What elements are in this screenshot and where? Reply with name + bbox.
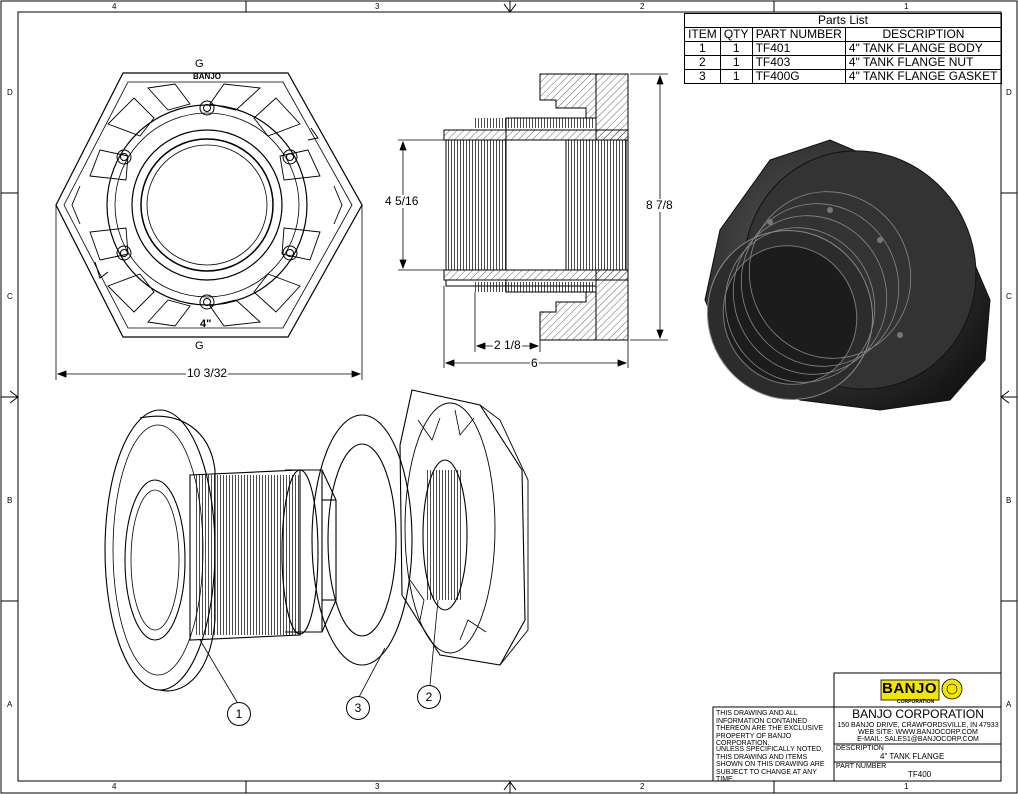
parts-list-table: Parts List ITEM QTY PART NUMBER DESCRIPT… [684,13,1003,84]
front-view [55,72,363,338]
company-name: BANJO CORPORATION [852,707,984,721]
balloon-item-2: 2 [417,685,441,709]
cell-item: 2 [684,55,721,70]
front-top-mark: G [195,58,204,70]
cell-item: 1 [684,41,721,56]
bore-dimension-label: 4 5/16 [384,194,420,208]
zone-top-2: 2 [640,2,645,11]
cell-description: 4" TANK FLANGE BODY [844,41,1003,56]
rendered-view [704,139,991,411]
cell-qty: 1 [719,41,753,56]
change-notice: UNLESS SPECIFICALLY NOTED, THIS DRAWING … [716,746,825,783]
company-address: 150 BANJO DRIVE, CRAWFORDSVILLE, IN 4793… [837,722,999,729]
cell-qty: 1 [719,55,753,70]
logo-text: BANJO [882,680,938,697]
thread-dimension-label: 2 1/8 [493,338,522,352]
front-bottom-mark: G [195,340,204,352]
table-row: 3 1 TF400G 4" TANK FLANGE GASKET [684,69,1003,84]
balloon-item-3: 3 [346,696,370,720]
section-view [443,73,629,341]
length-dimension-label: 6 [530,356,539,370]
zone-left-c: C [7,292,13,301]
zone-left-a: A [7,700,13,709]
company-website: WEB SITE: WWW.BANJOCORP.COM [858,729,978,736]
table-row: 1 1 TF401 4" TANK FLANGE BODY [684,41,1003,56]
header-part-number: PART NUMBER [751,27,846,42]
cell-description: 4" TANK FLANGE NUT [844,55,1003,70]
zone-left-b: B [7,496,13,505]
outer-dimension-label: 8 7/8 [645,198,674,212]
zone-bottom-2: 2 [640,782,645,791]
cell-item: 3 [684,69,721,84]
cell-part-number: TF401 [751,41,846,56]
ownership-notice: THIS DRAWING AND ALL INFORMATION CONTAIN… [716,710,824,747]
table-row: 2 1 TF403 4" TANK FLANGE NUT [684,55,1003,70]
description-label: DESCRIPTION [836,745,884,752]
zone-bottom-4: 4 [112,782,117,791]
description-value: 4" TANK FLANGE [880,752,945,761]
zone-right-a: A [1006,700,1012,709]
zone-top-1: 1 [904,2,909,11]
cell-part-number: TF403 [751,55,846,70]
cell-qty: 1 [719,69,753,84]
banjo-logo [880,678,963,701]
front-size-mark: 4" [200,318,212,330]
parts-list-title: Parts List [684,13,1002,28]
part-number-label: PART NUMBER [836,763,887,770]
zone-right-b: B [1006,496,1012,505]
cell-part-number: TF400G [751,69,846,84]
header-item: ITEM [684,27,721,42]
zone-bottom-1: 1 [904,782,909,791]
width-dimension-label: 10 3/32 [186,366,229,380]
zone-right-d: D [1006,88,1012,97]
exploded-view [104,389,529,692]
front-brand-mark: BANJO [193,72,222,81]
zone-top-3: 3 [375,2,380,11]
logo-subtext: CORPORATION [897,699,935,705]
zone-left-d: D [7,88,13,97]
header-qty: QTY [719,27,753,42]
part-number-value: TF400 [908,770,932,779]
zone-top-4: 4 [112,2,117,11]
company-email: E-MAIL: SALES1@BANJOCORP.COM [857,736,979,743]
zone-right-c: C [1006,292,1012,301]
cell-description: 4" TANK FLANGE GASKET [844,69,1003,84]
zone-bottom-3: 3 [375,782,380,791]
balloon-item-1: 1 [227,702,251,726]
header-description: DESCRIPTION [844,27,1003,42]
parts-list-header: ITEM QTY PART NUMBER DESCRIPTION [684,27,1003,42]
